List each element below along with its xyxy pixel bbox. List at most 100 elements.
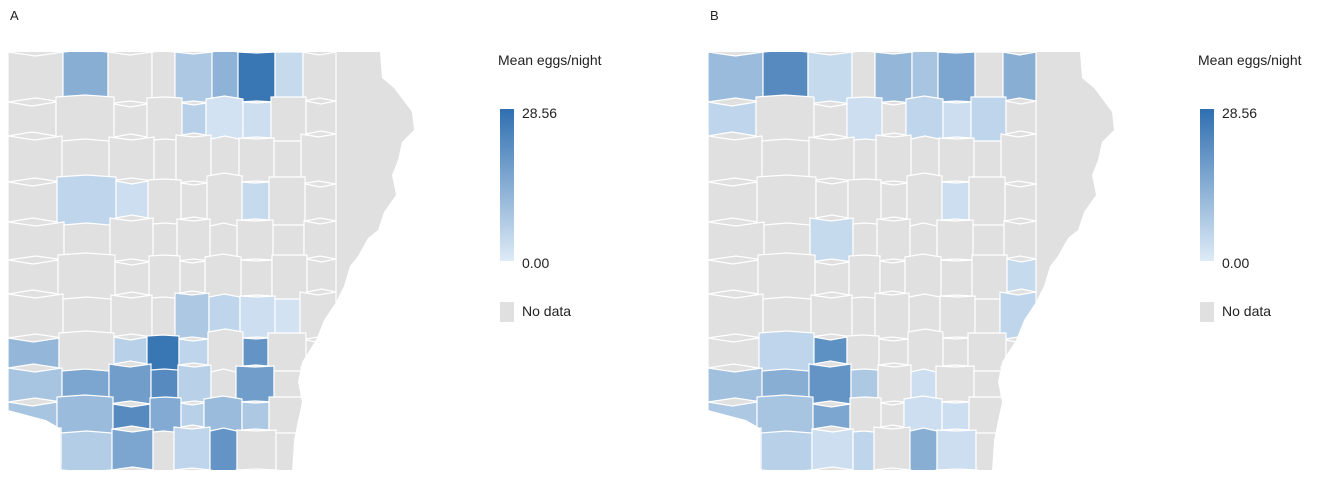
county-r8c7 (973, 370, 1002, 400)
county-r8c8 (300, 366, 337, 402)
county-r5c8 (306, 258, 337, 293)
county-r6c2 (810, 294, 853, 338)
county-r5c0 (8, 259, 59, 295)
county-r2c2 (108, 136, 155, 182)
county-r9c1 (756, 394, 814, 436)
county-r6c1 (762, 296, 812, 336)
panel-label: A (10, 8, 19, 23)
county-r7c4 (878, 338, 909, 366)
county-r10c4 (873, 426, 911, 470)
county-r2c0 (708, 135, 763, 183)
county-r0c0 (708, 52, 764, 103)
county-r4c1 (763, 222, 811, 258)
county-r6c1 (62, 296, 112, 336)
county-r0c2 (807, 52, 853, 105)
county-r3c7 (268, 176, 306, 228)
county-r5c0 (708, 259, 759, 295)
county-r2c7 (273, 140, 302, 180)
county-r9c7 (268, 396, 309, 436)
county-r2c2 (808, 136, 855, 182)
county-r10c3 (152, 430, 175, 470)
county-r1c0 (708, 101, 757, 137)
county-r8c7 (273, 370, 302, 400)
county-r6c4 (874, 292, 910, 340)
county-r2c7 (973, 140, 1002, 180)
county-r4c4 (876, 218, 911, 262)
county-r9c6 (941, 401, 970, 431)
county-r0c5 (911, 52, 939, 103)
county-r2c4 (875, 134, 912, 184)
county-r3c6 (941, 181, 970, 221)
county-r6c0 (708, 293, 764, 339)
county-r4c2 (809, 217, 854, 263)
county-r6c6 (939, 295, 976, 339)
county-r2c3 (853, 138, 877, 185)
county-r5c2 (814, 261, 850, 296)
no-data-label: No data (522, 303, 572, 319)
county-r0c3 (851, 52, 876, 103)
county-r2c6 (238, 137, 275, 183)
county-r4c8 (1003, 220, 1037, 260)
county-r4c8 (303, 220, 337, 260)
legend-gradient-bar (500, 109, 514, 261)
legend-min-label: 0.00 (1222, 255, 1250, 271)
county-r10c6 (236, 429, 277, 470)
county-r7c6 (242, 337, 269, 367)
county-r10c5 (209, 427, 238, 470)
county-r7c0 (708, 337, 760, 369)
county-r7c6 (942, 337, 969, 367)
county-r10c0 (8, 427, 62, 470)
county-r9c7 (968, 396, 1009, 436)
county-r7c2 (113, 336, 148, 365)
county-r6c7 (274, 298, 301, 336)
county-r9c6 (241, 401, 270, 431)
county-r5c2 (114, 261, 150, 296)
county-r9c0 (8, 401, 58, 429)
county-r3c0 (8, 181, 58, 223)
county-r9c8 (307, 400, 337, 427)
map-panel-a: A Mean eggs/night 28.56 0.00 No data (8, 8, 638, 470)
county-r10c8 (1001, 425, 1037, 470)
county-r7c1 (58, 330, 115, 374)
panel-label: B (710, 8, 719, 23)
county-r5c1 (57, 252, 116, 302)
legend: Mean eggs/night 28.56 0.00 No data (498, 52, 638, 332)
county-r2c8 (300, 133, 337, 185)
county-r3c2 (115, 180, 149, 219)
county-r2c4 (175, 134, 212, 184)
county-r10c0 (708, 427, 762, 470)
no-data-label: No data (1222, 303, 1272, 319)
county-r0c6 (937, 52, 976, 103)
county-r10c1 (760, 430, 813, 470)
county-r0c7 (974, 52, 1004, 100)
county-r7c8 (305, 339, 337, 368)
county-r0c6 (237, 52, 276, 103)
county-r0c2 (107, 52, 153, 105)
county-r8c6 (235, 365, 275, 403)
county-r8c2 (808, 363, 852, 405)
county-r10c5 (909, 427, 938, 470)
legend-min-label: 0.00 (522, 255, 550, 271)
county-r2c0 (8, 135, 63, 183)
county-r5c8 (1006, 258, 1037, 293)
county-r3c4 (880, 182, 908, 220)
county-r9c8 (1007, 400, 1037, 427)
county-r10c8 (301, 425, 337, 470)
county-r10c7 (975, 432, 1003, 470)
county-r7c4 (178, 338, 209, 366)
county-r3c1 (56, 174, 117, 228)
county-r6c4 (174, 292, 210, 340)
legend-gradient-bar (1200, 109, 1214, 261)
county-r8c4 (877, 364, 912, 404)
county-r1c4 (181, 102, 207, 136)
county-r10c2 (111, 428, 154, 470)
county-r10c2 (811, 428, 854, 470)
county-r3c0 (708, 181, 758, 223)
county-r0c0 (8, 52, 64, 103)
map-panel-b: B Mean eggs/night 28.56 0.00 No data (700, 0, 1320, 480)
legend: Mean eggs/night 28.56 0.00 No data (1198, 52, 1320, 332)
legend-title: Mean eggs/night (1198, 52, 1302, 68)
county-r3c7 (968, 176, 1006, 228)
county-r7c0 (8, 337, 60, 369)
county-r3c1 (756, 174, 817, 228)
